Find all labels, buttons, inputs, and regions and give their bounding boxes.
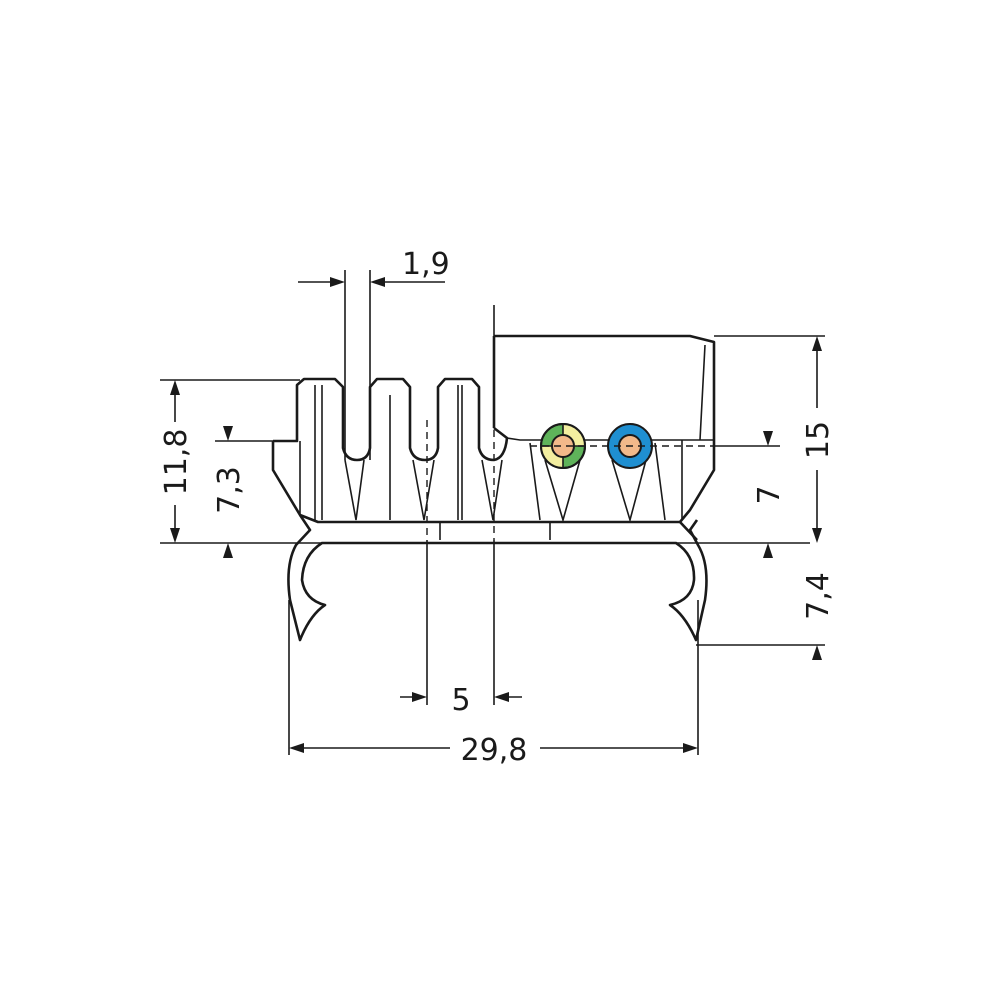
dim-label-11-8: 11,8: [159, 429, 194, 496]
extension-lines: [160, 270, 825, 755]
dimension-lines: [170, 277, 822, 753]
ground-terminal: [540, 423, 586, 469]
dim-label-1-9: 1,9: [402, 247, 450, 282]
dim-label-29-8: 29,8: [461, 733, 528, 768]
pitch-center-lines: [426, 420, 495, 540]
dim-label-7-3: 7,3: [212, 466, 247, 514]
dim-label-7: 7: [752, 485, 787, 504]
dim-label-5: 5: [451, 683, 470, 718]
dim-label-15: 15: [801, 421, 836, 459]
dim-label-7-4: 7,4: [801, 572, 836, 620]
connector-housing: [271, 334, 716, 541]
rail-clip: [287, 514, 708, 642]
